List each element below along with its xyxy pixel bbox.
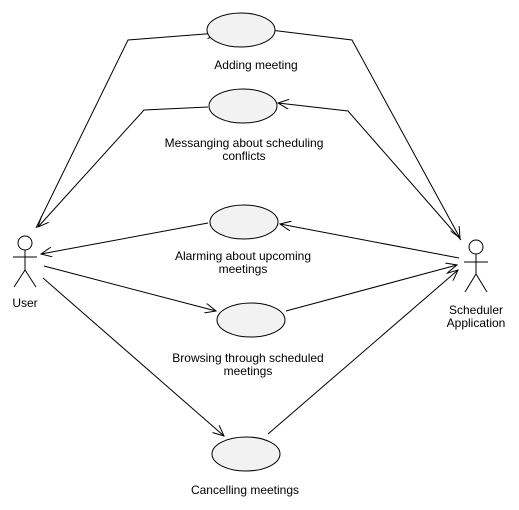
connector-user-to-adding — [35, 33, 218, 229]
connector-cancelling-to-scheduler — [267, 270, 458, 435]
scheduler-actor-label: Scheduler Application — [446, 303, 506, 330]
scheduler-actor-figure — [464, 239, 488, 293]
user-actor-label: User — [12, 296, 38, 310]
adding-meeting-label: Adding meeting — [214, 58, 298, 72]
connector-scheduler-to-messaging — [278, 103, 462, 241]
browsing-meetings-label: Browsing through scheduled meetings — [172, 351, 324, 378]
use-case-cancelling-meetings — [211, 436, 281, 472]
cancelling-meetings-label: Cancelling meetings — [190, 483, 300, 497]
connector-alarming-to-user — [41, 222, 209, 254]
connector-adding-to-scheduler — [261, 28, 460, 238]
messaging-conflicts-label: Messanging about scheduling conflicts — [164, 136, 324, 163]
alarming-meetings-label: Alarming about upcoming meetings — [174, 249, 312, 276]
use-case-browsing-meetings — [216, 302, 286, 338]
use-case-alarming-meetings — [209, 204, 279, 240]
use-case-messaging-conflicts — [208, 88, 278, 124]
connector-messaging-to-user — [38, 106, 209, 227]
connector-browsing-to-scheduler — [285, 265, 457, 312]
connector-user-to-cancelling — [42, 277, 224, 436]
user-actor-figure — [13, 235, 37, 288]
connector-scheduler-to-alarming — [280, 224, 460, 259]
use-case-adding-meeting — [206, 12, 276, 48]
connector-user-to-browsing — [43, 265, 216, 311]
